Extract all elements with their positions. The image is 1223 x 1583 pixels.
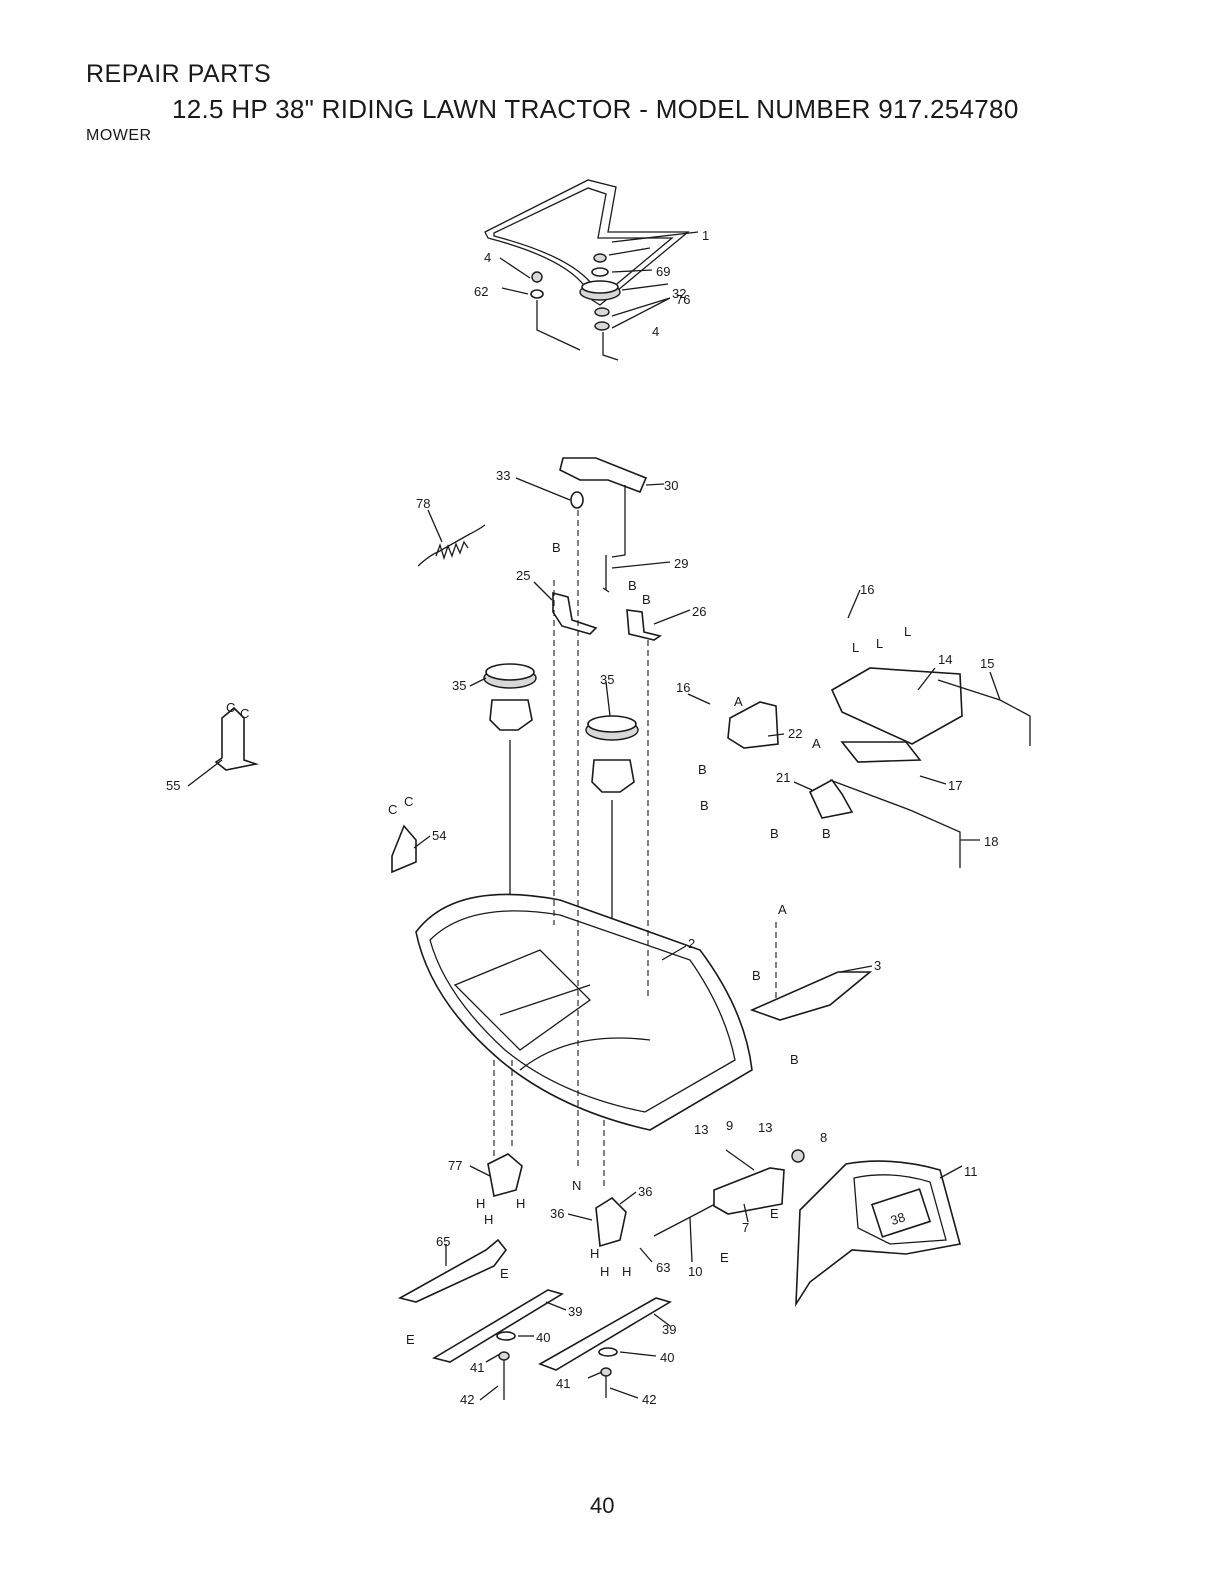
part-label: 42 — [642, 1392, 656, 1407]
part-label: 3 — [874, 958, 881, 973]
ref-letter: B — [700, 798, 709, 813]
part-label: 33 — [496, 468, 510, 483]
part-label: 35 — [452, 678, 466, 693]
part-label: 36 — [550, 1206, 564, 1221]
part-label: 15 — [980, 656, 994, 671]
part-label: 16 — [860, 582, 874, 597]
part-label: 62 — [474, 284, 488, 299]
part-label: 13 — [758, 1120, 772, 1135]
part-label: 8 — [820, 1130, 827, 1145]
part-label: 78 — [416, 496, 430, 511]
deflector-65-part — [400, 1240, 506, 1302]
part-label: 41 — [556, 1376, 570, 1391]
blade-left-part — [434, 1290, 562, 1362]
part-label: 16 — [676, 680, 690, 695]
part-label: 22 — [788, 726, 802, 741]
ref-letter: H — [590, 1246, 599, 1261]
part-label: 11 — [964, 1164, 978, 1179]
part-label: 40 — [536, 1330, 550, 1345]
part-label: 26 — [692, 604, 706, 619]
ref-letter: A — [734, 694, 743, 709]
bolt-part — [603, 555, 609, 592]
part-label: 18 — [984, 834, 998, 849]
part-label: 39 — [568, 1304, 582, 1319]
part-label: 30 — [664, 478, 678, 493]
blade-adapter-77-part — [488, 1154, 522, 1196]
ref-letter: L — [852, 640, 859, 655]
page-number: 40 — [590, 1493, 614, 1519]
part-label: 36 — [638, 1184, 652, 1199]
ref-letter: B — [770, 826, 779, 841]
ref-letter: B — [822, 826, 831, 841]
ref-letter: H — [516, 1196, 525, 1211]
gauge-wheel-linkage-parts — [654, 1150, 804, 1236]
part-label: 9 — [726, 1118, 733, 1133]
part-label: 63 — [656, 1260, 670, 1275]
part-label: 42 — [460, 1392, 474, 1407]
ref-letter: B — [642, 592, 651, 607]
part-label: 29 — [674, 556, 688, 571]
ref-letter: L — [904, 624, 911, 639]
bracket-25-part — [553, 593, 596, 634]
ref-letter: B — [752, 968, 761, 983]
part-label: 10 — [688, 1264, 702, 1279]
part-label: 25 — [516, 568, 530, 583]
ref-letter: E — [500, 1266, 509, 1281]
ref-letter: B — [698, 762, 707, 777]
ref-letter: B — [628, 578, 637, 593]
part-label: 21 — [776, 770, 790, 785]
part-label: 41 — [470, 1360, 484, 1375]
part-label: 77 — [448, 1158, 462, 1173]
part-label: 69 — [656, 264, 670, 279]
part-label: 65 — [436, 1234, 450, 1249]
ref-letter: C — [226, 700, 235, 715]
bracket-54-part — [392, 826, 416, 872]
ref-letter: C — [388, 802, 397, 817]
ref-letter: L — [876, 636, 883, 651]
ref-letter: N — [572, 1178, 581, 1193]
ref-letter: B — [552, 540, 561, 555]
ref-letter: C — [404, 794, 413, 809]
part-label: 35 — [600, 672, 614, 687]
discharge-chute-part: 38 — [796, 1161, 960, 1304]
blade-right-part — [540, 1298, 670, 1370]
ref-letter: C — [240, 706, 249, 721]
ref-letter: E — [770, 1206, 779, 1221]
part-label: 40 — [660, 1350, 674, 1365]
part-label: 39 — [662, 1322, 676, 1337]
ref-letter: B — [790, 1052, 799, 1067]
part-label: 2 — [688, 936, 695, 951]
ref-letter: A — [778, 902, 787, 917]
bracket-26-part — [627, 610, 660, 640]
ref-letter: A — [812, 736, 821, 751]
idler-arm-part — [560, 458, 646, 557]
part-label: 13 — [694, 1122, 708, 1137]
deck-link-part — [752, 972, 870, 1020]
ref-letter: H — [476, 1196, 485, 1211]
part-label: 7 — [742, 1220, 749, 1235]
ref-letter: H — [484, 1212, 493, 1227]
part-label: 1 — [702, 228, 709, 243]
spindle-left-part — [484, 664, 536, 900]
mower-deck-part — [416, 894, 752, 1130]
ref-letter: H — [600, 1264, 609, 1279]
blade-adapter-36-part — [596, 1198, 626, 1246]
ref-letter: E — [406, 1332, 415, 1347]
part-label: 54 — [432, 828, 446, 843]
part-label: 55 — [166, 778, 180, 793]
part-label: 76 — [676, 292, 690, 307]
part-label: 17 — [948, 778, 962, 793]
ref-letter: E — [720, 1250, 729, 1265]
part-label: 4 — [484, 250, 491, 265]
part-label: 14 — [938, 652, 952, 667]
ref-letter: H — [622, 1264, 631, 1279]
part-label: 4 — [652, 324, 659, 339]
spring-part — [418, 525, 485, 566]
